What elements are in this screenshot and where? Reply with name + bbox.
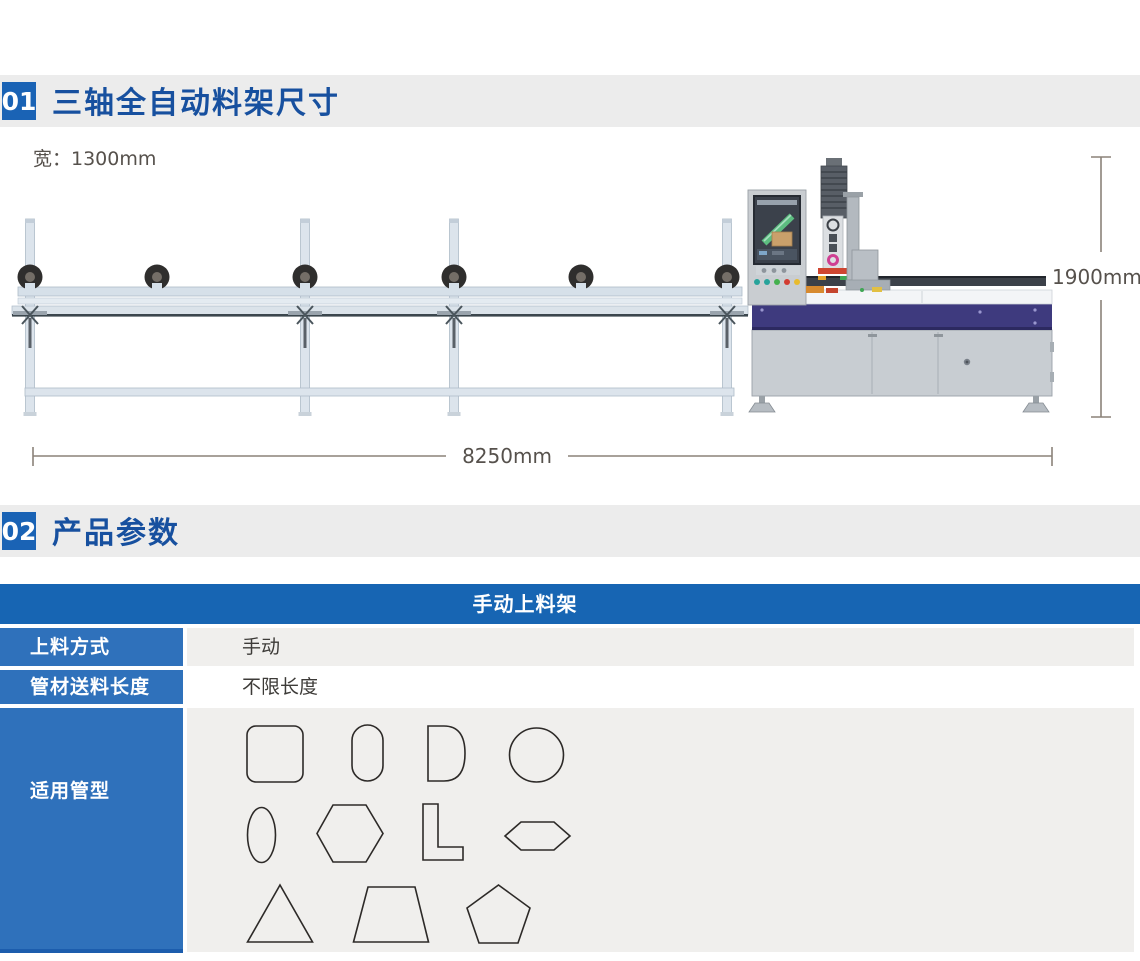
clamp-icon <box>13 305 47 348</box>
clamp-icon <box>710 305 744 348</box>
roller-icon <box>568 264 594 291</box>
machine-stripe <box>752 304 1052 330</box>
table-row-value-feeding-mode: 手动 <box>187 628 1134 666</box>
cutting-head <box>771 231 891 293</box>
pipe-shape-rounded-square <box>246 725 304 783</box>
pipe-shape-trapezoid <box>352 886 430 943</box>
pipe-shape-triangle <box>246 883 314 943</box>
machine-feet <box>748 396 1050 413</box>
length-dimension-label: 8250mm <box>462 444 552 468</box>
table-row-label-pipe-types: 适用管型 <box>0 708 183 952</box>
machine-diagram <box>11 156 1111 466</box>
table-header-title: 手动上料架 <box>472 592 578 616</box>
screen-pipe-graphic <box>761 213 795 246</box>
pipe-shape-l-shape <box>422 803 464 861</box>
rack-rails <box>11 286 749 397</box>
table-label-column-footer <box>0 949 183 953</box>
rack-feet <box>23 412 734 416</box>
mast-column <box>818 158 863 281</box>
pipe-shape-ellipse <box>246 806 277 864</box>
section-01-band: 01 三轴全自动料架尺寸 <box>0 75 1140 127</box>
height-dimension-line <box>1091 156 1111 418</box>
laser-cutting-machine-illustration <box>747 158 1054 413</box>
section-02-title: 产品参数 <box>52 516 180 552</box>
pipe-shapes-grid <box>246 724 572 944</box>
pipe-shape-pentagon <box>466 884 531 944</box>
table-row-label-feed-length: 管材送料长度 <box>0 670 183 704</box>
clamp-icon <box>288 305 322 348</box>
control-tower <box>747 189 807 306</box>
clamp-icon <box>437 305 471 348</box>
machine-base <box>751 329 1053 397</box>
rack-rollers <box>17 264 740 291</box>
pipe-shape-stadium <box>351 724 384 782</box>
width-dimension-label: 宽：1300mm <box>33 148 157 170</box>
table-row-label-feeding-mode: 上料方式 <box>0 628 183 666</box>
logo-ring <box>827 254 839 266</box>
section-01-title: 三轴全自动料架尺寸 <box>52 86 340 122</box>
table-header: 手动上料架 <box>0 584 1140 624</box>
roller-icon <box>292 264 318 291</box>
section-02-number-badge: 02 <box>2 512 36 550</box>
height-dimension-label: 1900mm <box>1052 265 1140 289</box>
control-buttons <box>754 279 800 285</box>
pipe-shape-d-shape <box>427 725 466 782</box>
machine-bed-rail <box>802 278 1046 286</box>
rack-clamps <box>13 305 744 348</box>
pipe-shape-flat-hexagon <box>503 821 572 851</box>
section-01-number-badge: 01 <box>2 82 36 120</box>
table-row-value-pipe-types <box>187 708 1134 952</box>
pipe-shape-circle <box>508 727 565 783</box>
roller-icon <box>17 264 43 291</box>
roller-icon <box>144 264 170 291</box>
roller-icon <box>441 264 467 291</box>
roller-icon <box>714 264 740 291</box>
length-dimension-line <box>32 447 1053 466</box>
pipe-shape-hexagon <box>316 804 384 863</box>
table-row-value-feed-length: 不限长度 <box>187 670 1134 704</box>
section-02-band: 02 产品参数 <box>0 505 1140 557</box>
feed-rack-illustration <box>11 218 749 416</box>
